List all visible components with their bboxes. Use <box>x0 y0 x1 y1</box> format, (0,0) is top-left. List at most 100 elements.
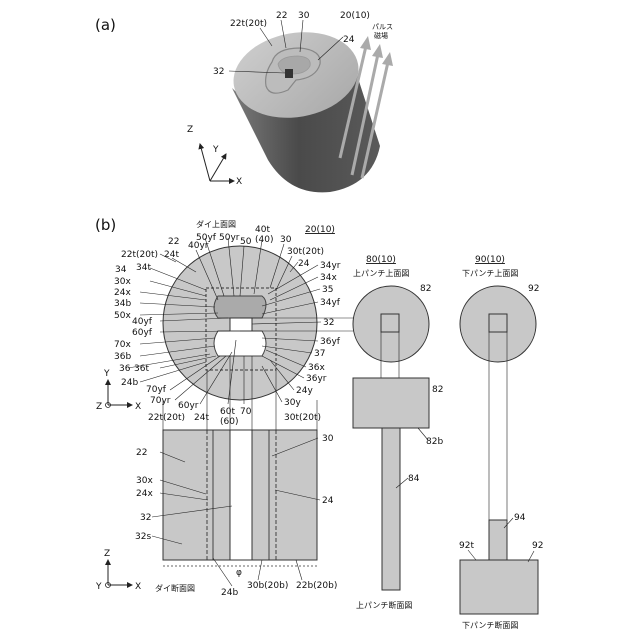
label-60yf: 60yf <box>132 328 153 338</box>
die-top-ref: 20(10) <box>305 225 335 235</box>
lower-punch: 90(10) 下パンチ上面図 92 94 92t 92 下パンチ断面図 <box>459 255 543 630</box>
lower-punch-section-title: 下パンチ断面図 <box>462 620 518 630</box>
label-30t: 30t(20t) <box>287 247 324 257</box>
label-30: 30 <box>280 235 292 245</box>
label-24-r: 24 <box>298 259 310 269</box>
label-34t: 34t <box>136 263 151 273</box>
upper-punch-head <box>353 378 429 428</box>
label-22-a: 22 <box>276 11 287 21</box>
label-24t: 24t <box>164 250 179 260</box>
label-36x: 36x <box>308 363 325 373</box>
label-40yr: 40yr <box>188 241 209 251</box>
die-section-view <box>163 430 317 566</box>
axes-3d: Z Y X <box>187 125 242 187</box>
label-24-a: 24 <box>343 35 355 45</box>
label-30y: 30y <box>284 398 301 408</box>
lower-punch-tip <box>489 520 507 560</box>
sec-label-phi: φ <box>236 568 242 578</box>
label-32: 32 <box>323 318 334 328</box>
label-32-a: 32 <box>213 67 224 77</box>
label-40yf: 40yf <box>132 317 153 327</box>
sec-label-30t: 30t(20t) <box>284 413 321 423</box>
label-50yr: 50yr <box>219 233 240 243</box>
lower-punch-base <box>460 560 538 614</box>
axis-x-sec: X <box>135 582 141 592</box>
upper-82a: 82 <box>420 284 431 294</box>
axis-z-sec: Z <box>104 549 110 559</box>
sec-label-30x: 30x <box>136 476 153 486</box>
label-36: 36 <box>119 364 131 374</box>
label-22t: 22t(20t) <box>121 250 158 260</box>
upper-punch-section-title: 上パンチ断面図 <box>356 600 412 610</box>
sec-label-24x: 24x <box>136 489 153 499</box>
label-40t: 40t <box>255 225 270 235</box>
label-34yr: 34yr <box>320 261 341 271</box>
lower-92t: 92t <box>459 541 474 551</box>
sec-label-30b: 30b(20b) <box>247 581 288 591</box>
label-60yr: 60yr <box>178 401 199 411</box>
label-35: 35 <box>322 285 333 295</box>
sec-label-22b: 22b(20b) <box>296 581 337 591</box>
label-24y: 24y <box>296 386 313 396</box>
section-hole <box>230 430 252 560</box>
axes-top: Y Z X <box>96 369 141 412</box>
axes-section: Z Y X <box>95 549 141 592</box>
die-section-title: ダイ断面図 <box>155 583 195 593</box>
center-hole <box>230 318 252 331</box>
sec-label-32: 32 <box>140 513 151 523</box>
label-60t: 60t <box>220 407 235 417</box>
label-70yr: 70yr <box>150 396 171 406</box>
upper-punch-rod <box>382 428 400 590</box>
upper-punch-top-title: 上パンチ上面図 <box>353 269 409 278</box>
slot-upper <box>214 296 266 318</box>
label-70x: 70x <box>114 340 131 350</box>
label-34x: 34x <box>320 273 337 283</box>
label-50x: 50x <box>114 311 131 321</box>
label-34yf: 34yf <box>320 298 341 308</box>
sec-label-30: 30 <box>322 434 334 444</box>
cylinder-3d <box>227 23 380 193</box>
label-37: 37 <box>314 349 325 359</box>
lower-punch-top-title: 下パンチ上面図 <box>462 269 518 278</box>
panel-a-label: (a) <box>95 16 116 34</box>
label-36b: 36b <box>114 352 131 362</box>
axis-y-top: Y <box>103 369 110 379</box>
lower-92a: 92 <box>528 284 539 294</box>
axis-x-top: X <box>135 402 141 412</box>
upper-82b-label: 82b <box>426 437 443 447</box>
lower-94: 94 <box>514 513 526 523</box>
lower-punch-top-tip <box>489 314 507 332</box>
axis-x-a: X <box>236 177 242 187</box>
lower-punch-ref: 90(10) <box>475 255 505 265</box>
label-24x: 24x <box>114 288 131 298</box>
die-top-title: ダイ上面図 <box>196 219 236 229</box>
label-36yf: 36yf <box>320 337 341 347</box>
panel-b-label: (b) <box>95 216 116 234</box>
core-inner <box>278 56 310 74</box>
label-30-a: 30 <box>298 11 310 21</box>
label-24b: 24b <box>121 378 138 388</box>
upper-82b: 82 <box>432 385 443 395</box>
label-36yr: 36yr <box>306 374 327 384</box>
upper-punch-ref: 80(10) <box>366 255 396 265</box>
label-field: 磁場 <box>374 31 388 40</box>
lower-92b: 92 <box>532 541 543 551</box>
label-30x: 30x <box>114 277 131 287</box>
label-22t-a: 22t(20t) <box>230 19 267 29</box>
label-34: 34 <box>115 265 127 275</box>
upper-84: 84 <box>408 474 420 484</box>
sec-label-24b: 24b <box>221 588 238 598</box>
center-hole <box>285 69 293 78</box>
sec-label-22: 22 <box>136 448 147 458</box>
axis-z-top: Z <box>96 402 102 412</box>
sec-label-32s: 32s <box>135 532 151 542</box>
upper-punch-top-tip <box>381 314 399 332</box>
sec-label-22t: 22t(20t) <box>148 413 185 423</box>
label-pulse: パルス <box>372 23 393 31</box>
label-70: 70 <box>240 407 252 417</box>
axis-z-a: Z <box>187 125 193 135</box>
label-34b: 34b <box>114 299 131 309</box>
label-50: 50 <box>240 237 252 247</box>
